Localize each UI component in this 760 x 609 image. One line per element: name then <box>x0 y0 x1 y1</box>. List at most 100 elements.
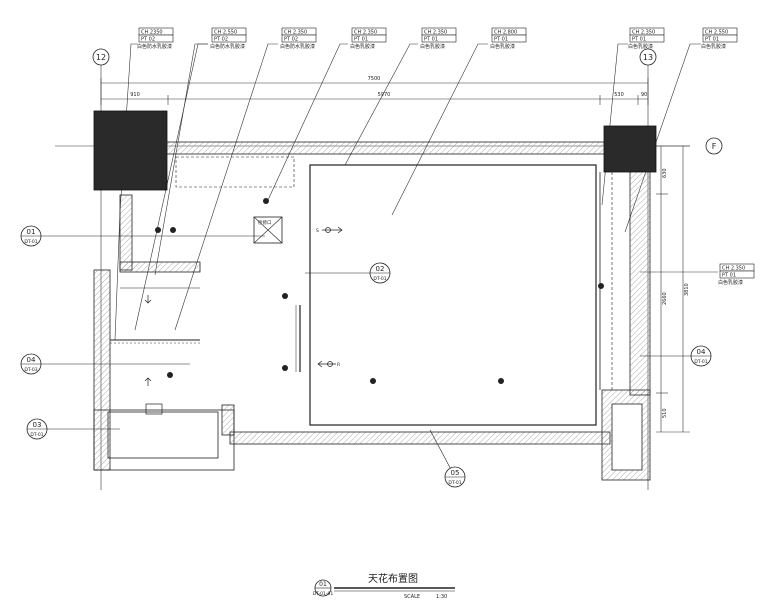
finish-note: 白色防水乳胶漆 <box>137 43 172 50</box>
svg-text:90: 90 <box>641 92 647 98</box>
section-number: 02 <box>376 265 385 273</box>
grid-bubble-12: 12 <box>92 48 110 66</box>
paint-code: PT 01 <box>705 37 719 43</box>
svg-text:F: F <box>712 142 717 151</box>
ceiling-height: CH 2.550 <box>214 30 237 36</box>
downlight <box>370 378 376 384</box>
finish-note: 白色乳胶漆 <box>718 279 743 286</box>
downlight <box>598 283 604 289</box>
paint-code: PT 01 <box>354 37 368 43</box>
tag-leaders <box>114 43 718 341</box>
return-air-vent: R <box>317 360 340 368</box>
paint-code: PT 02 <box>284 37 298 43</box>
downlight <box>282 365 288 371</box>
svg-text:630: 630 <box>662 168 668 178</box>
ceiling-outlines <box>110 156 613 426</box>
downlight <box>498 378 504 384</box>
supply-air-vent: S <box>316 226 343 234</box>
svg-text:S: S <box>316 228 319 234</box>
exhaust-fan <box>144 295 163 415</box>
section-number: 01 <box>27 228 36 236</box>
section-sheet: DT-01 <box>30 432 43 438</box>
finish-note: 白色防水乳胶漆 <box>280 43 315 50</box>
dimension-labels: 7500 910 5970 530 90 630 2660 3810 510 <box>130 76 690 418</box>
downlight <box>167 372 173 378</box>
section-sheet: DT-01 <box>448 480 461 486</box>
main-ceiling-panel <box>309 164 597 426</box>
svg-text:R: R <box>337 362 340 368</box>
svg-text:2660: 2660 <box>662 292 668 305</box>
section-sheet: DT-01 <box>373 276 386 282</box>
finish-note: 白色乳胶漆 <box>420 43 445 50</box>
finish-note: 白色防水乳胶漆 <box>210 43 245 50</box>
svg-text:5970: 5970 <box>378 92 391 98</box>
finish-note: 白色乳胶漆 <box>701 43 726 50</box>
downlight <box>282 293 288 299</box>
ceiling-height: CH 2.350 <box>722 266 745 272</box>
svg-text:3810: 3810 <box>684 283 690 296</box>
section-number: 03 <box>33 421 42 429</box>
finish-note: 白色乳胶漆 <box>490 43 515 50</box>
title-block: 01 DT-01-01 天花布置图 SCALE 1:30 <box>313 572 455 600</box>
grid-bubble-F: F <box>705 137 723 155</box>
finish-note: 白色乳胶漆 <box>350 43 375 50</box>
ceiling-height: CH 2.350 <box>632 30 655 36</box>
access-panel-label: 检修口 <box>258 219 272 226</box>
drawing-title: 天花布置图 <box>368 572 418 585</box>
section-markers: 01DT-0102DT-0103DT-0104DT-0304DT-0105DT-… <box>20 225 712 488</box>
downlights <box>155 198 604 384</box>
svg-text:13: 13 <box>643 53 653 62</box>
downlight <box>263 198 269 204</box>
svg-text:01: 01 <box>319 581 327 588</box>
svg-text:12: 12 <box>96 53 106 62</box>
paint-code: PT 01 <box>424 37 438 43</box>
ceiling-height: CH 2.350 <box>284 30 307 36</box>
grid-bubble-13: 13 <box>639 48 657 66</box>
paint-code: PT 01 <box>494 37 508 43</box>
svg-text:510: 510 <box>662 408 668 418</box>
finish-note: 白色乳胶漆 <box>628 43 653 50</box>
svg-text:910: 910 <box>130 92 140 98</box>
downlight <box>155 227 161 233</box>
svg-text:530: 530 <box>614 92 624 98</box>
paint-code: PT 02 <box>141 37 155 43</box>
ceiling-height: CH 2.350 <box>354 30 377 36</box>
section-number: 04 <box>27 356 36 364</box>
downlight <box>170 227 176 233</box>
walls <box>93 141 651 481</box>
ceiling-height: CH 2.800 <box>494 30 517 36</box>
svg-text:DT-01-01: DT-01-01 <box>313 591 334 597</box>
paint-code: PT 01 <box>632 37 646 43</box>
ceiling-height: CH 2350 <box>141 30 163 36</box>
section-sheet: DT-03 <box>24 367 37 373</box>
section-number: 04 <box>697 348 706 356</box>
dimension-lines <box>100 78 690 433</box>
ceiling-height: CH 2.550 <box>705 30 728 36</box>
section-sheet: DT-01 <box>24 239 37 245</box>
svg-text:SCALE: SCALE <box>404 594 420 600</box>
paint-code: PT 01 <box>722 273 736 279</box>
access-panel: 检修口 <box>253 216 283 244</box>
svg-text:7500: 7500 <box>368 76 381 82</box>
structural-columns <box>93 110 657 191</box>
ceiling-height: CH 2.350 <box>424 30 447 36</box>
svg-text:1:30: 1:30 <box>436 594 447 600</box>
section-sheet: DT-01 <box>694 359 707 365</box>
paint-code: PT 02 <box>214 37 228 43</box>
